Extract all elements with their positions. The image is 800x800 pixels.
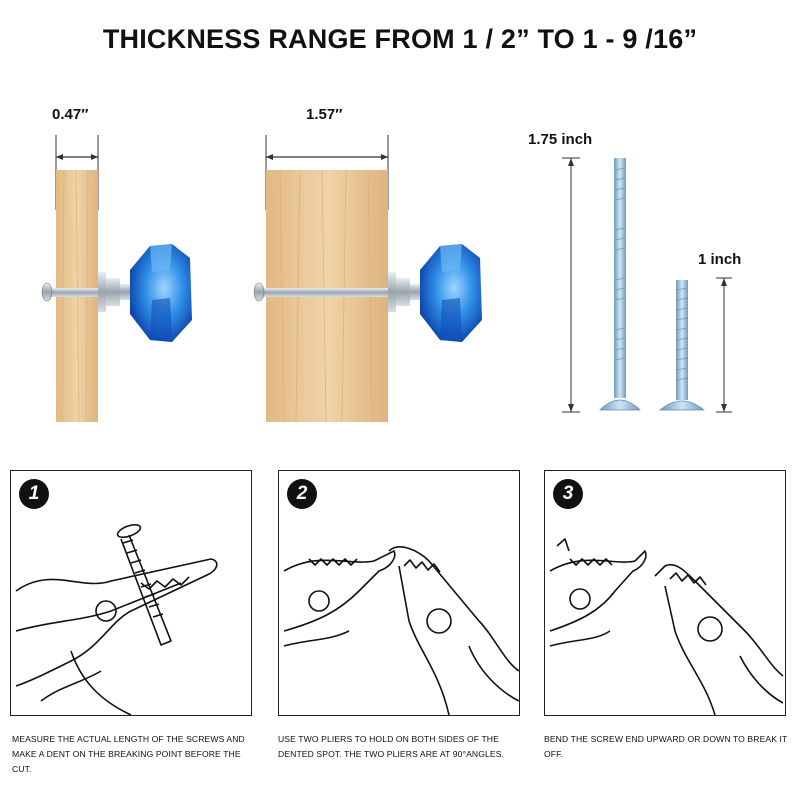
thick-board-thickness-label: 1.57″ xyxy=(306,106,343,123)
step-number-badge: 1 xyxy=(19,479,49,509)
crystal-knob-icon xyxy=(98,244,192,342)
step-1-caption: MEASURE THE ACTUAL LENGTH OF THE SCREWS … xyxy=(12,734,245,774)
thickness-illustration xyxy=(41,135,732,423)
short-screw-length-label: 1 inch xyxy=(698,251,742,268)
step-number-badge: 3 xyxy=(553,479,583,509)
short-screw-icon xyxy=(658,277,732,413)
step-2-panel: 2 xyxy=(278,470,520,716)
pliers-screw-icon xyxy=(15,523,218,715)
step-3-caption: BEND THE SCREW END UPWARD OR DOWN TO BRE… xyxy=(544,734,788,759)
step-3-panel: 3 xyxy=(544,470,786,716)
step-2-caption: USE TWO PLIERS TO HOLD ON BOTH SIDES OF … xyxy=(278,734,505,759)
crystal-knob-icon xyxy=(388,244,482,342)
two-pliers-icon xyxy=(283,546,519,715)
thin-board-thickness-label: 0.47″ xyxy=(52,106,89,123)
long-screw-length-label: 1.75 inch xyxy=(528,131,593,148)
page-title: THICKNESS RANGE FROM 1 / 2” TO 1 - 9 /16… xyxy=(102,24,698,54)
step-number-badge: 2 xyxy=(287,479,317,509)
bend-pliers-icon xyxy=(549,538,784,715)
step-1-panel: 1 xyxy=(10,470,252,716)
long-screw-icon xyxy=(562,157,641,413)
